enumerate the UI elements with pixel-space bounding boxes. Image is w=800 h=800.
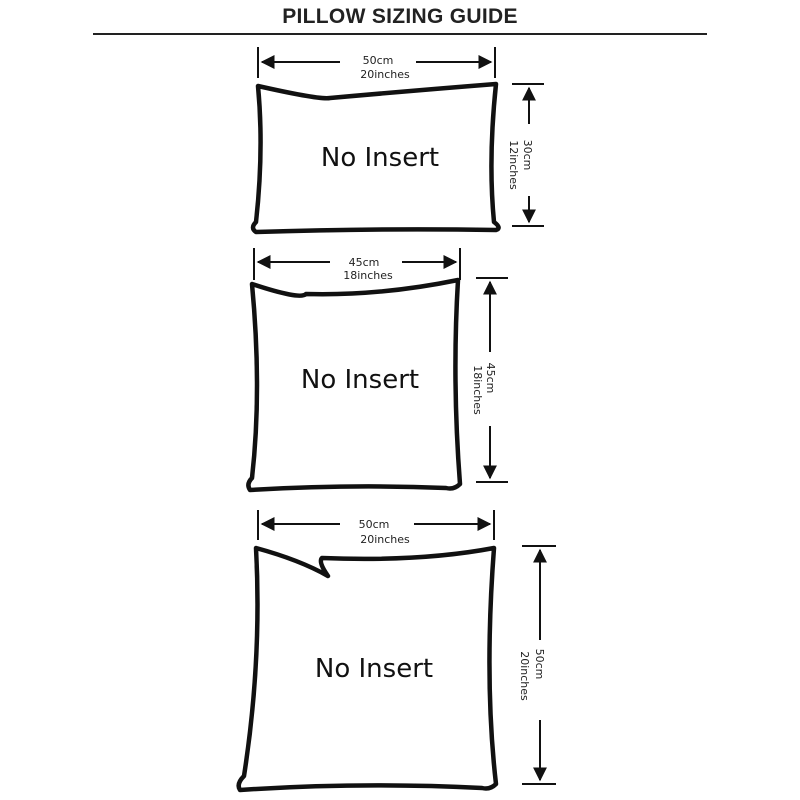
pillow-1-width-in: 20inches: [360, 68, 410, 81]
pillow-3-width-cm: 50cm: [359, 518, 390, 531]
page-title: PILLOW SIZING GUIDE: [282, 5, 518, 28]
pillow-2-height-in: 18inches: [471, 365, 484, 415]
pillow-3-width-dimension: 50cm 20inches: [257, 510, 495, 546]
pillow-1-height-cm: 30cm: [521, 140, 534, 171]
pillow-3-label: No Insert: [315, 654, 433, 684]
pillow-3-width-in: 20inches: [360, 533, 410, 546]
pillow-1-width-cm: 50cm: [363, 54, 394, 67]
title-divider: [93, 33, 707, 35]
pillow-3: No Insert 50cm 20inches 50cm 20inches: [236, 510, 556, 793]
pillow-1-label: No Insert: [321, 143, 439, 173]
pillow-1-outline: [250, 81, 501, 235]
pillow-1-width-dimension: 50cm 20inches: [257, 47, 496, 81]
pillow-3-height-cm: 50cm: [533, 649, 546, 680]
pillow-2-width-dimension: 45cm 18inches: [253, 248, 461, 282]
pillow-3-height-in: 20inches: [518, 651, 531, 701]
pillow-1: No Insert 50cm 20inches 30cm 12inches: [250, 47, 544, 235]
pillow-1-height-dimension: 30cm 12inches: [507, 83, 544, 227]
pillow-2-height-dimension: 45cm 18inches: [470, 277, 508, 483]
pillow-2-label: No Insert: [301, 365, 419, 395]
pillow-2-width-cm: 45cm: [349, 256, 380, 269]
pillow-2-width-in: 18inches: [343, 269, 393, 282]
pillow-2-outline: [246, 277, 463, 493]
pillow-3-outline: [236, 545, 499, 793]
pillow-2-height-cm: 45cm: [484, 363, 497, 394]
pillow-2: No Insert 45cm 18inches 45cm 18inches: [246, 248, 508, 493]
pillow-3-height-dimension: 50cm 20inches: [514, 545, 556, 785]
pillow-1-height-in: 12inches: [507, 140, 520, 190]
